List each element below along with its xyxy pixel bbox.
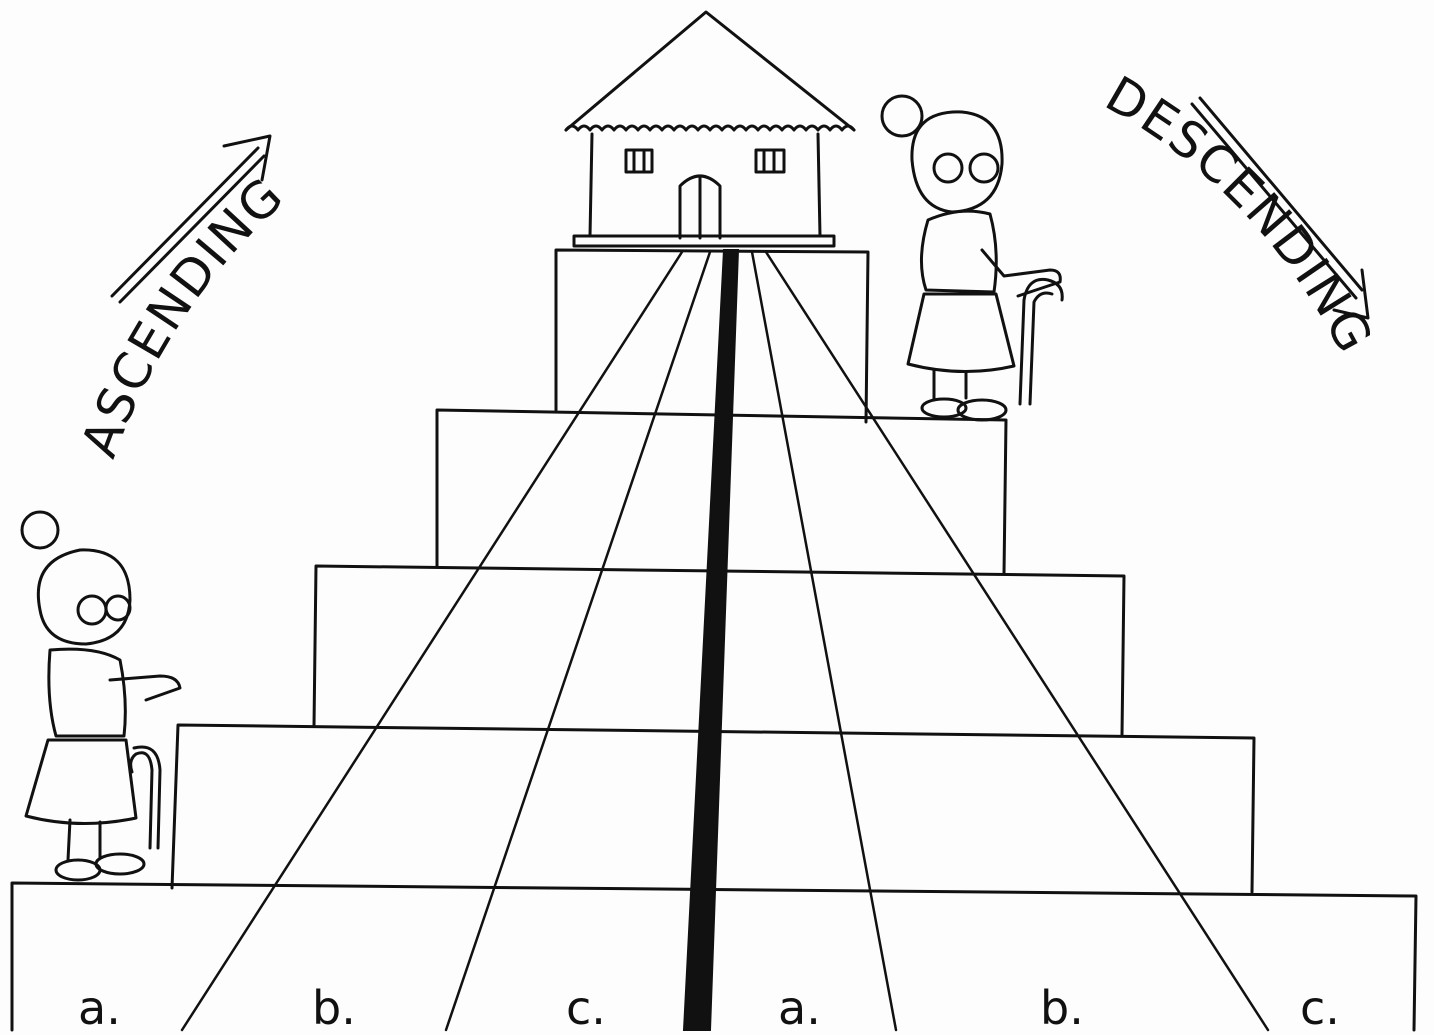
lane-line: [752, 252, 896, 1030]
shoe: [96, 854, 144, 874]
choice-label: a.: [778, 981, 821, 1035]
glasses-lens: [934, 154, 962, 182]
cane: [1030, 293, 1052, 404]
choice-label: b.: [312, 981, 356, 1035]
glasses-lens: [106, 596, 130, 620]
hut: [566, 12, 854, 246]
grandmother-bottom: [22, 512, 180, 880]
center-line: [684, 250, 738, 1030]
hut-roof-fringe: [566, 126, 854, 130]
cane: [134, 747, 160, 848]
hut-base: [574, 236, 834, 246]
hut-roof: [566, 12, 854, 130]
ascending-label: ASCENDING: [70, 166, 295, 465]
head: [912, 112, 1002, 212]
legs: [934, 370, 966, 400]
glasses-lens: [78, 596, 106, 624]
hut-window-left: [626, 150, 652, 172]
body-blouse: [49, 649, 125, 736]
skirt: [908, 294, 1014, 372]
lane-line: [182, 252, 682, 1030]
choice-label: c.: [1300, 981, 1340, 1035]
choice-label: b.: [1040, 981, 1084, 1035]
grandmother-top: [882, 96, 1062, 420]
shoe: [56, 860, 100, 880]
hut-walls: [590, 134, 820, 236]
lane-line: [446, 252, 710, 1030]
arm: [110, 676, 180, 700]
lane-line: [766, 252, 1268, 1030]
hut-window-right: [756, 150, 784, 172]
hair-bun: [882, 96, 922, 136]
glasses-lens: [970, 154, 998, 182]
choice-label: a.: [78, 981, 121, 1035]
choice-label: c.: [566, 981, 606, 1035]
legs: [68, 820, 100, 860]
skirt: [26, 740, 136, 824]
descending-label: DESCENDING: [1096, 65, 1384, 363]
cane: [1020, 279, 1062, 404]
hair-bun: [22, 512, 58, 548]
